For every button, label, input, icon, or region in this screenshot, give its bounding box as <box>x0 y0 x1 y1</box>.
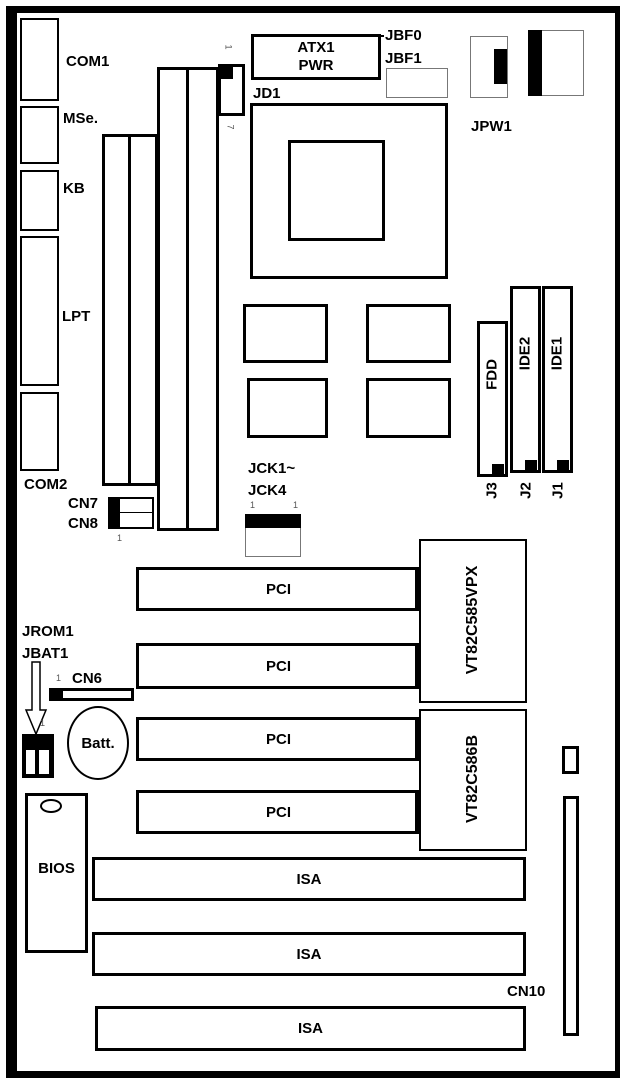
j1-label: J1 <box>549 482 567 499</box>
bios-chip: BIOS <box>25 793 88 953</box>
isa-label: ISA <box>297 1020 323 1037</box>
lpt-label: LPT <box>62 308 91 325</box>
cn8-label: CN8 <box>68 515 99 532</box>
slot-tab <box>415 570 422 608</box>
pin-label: 1 <box>223 44 234 50</box>
ide2-label: IDE2 <box>516 336 534 371</box>
jbf-jumper <box>386 68 448 98</box>
isa-slot-1: ISA <box>92 857 526 901</box>
cache-chip <box>366 378 451 438</box>
ide2-connector <box>510 286 541 473</box>
com2-port <box>20 392 59 471</box>
jbf0-leader <box>378 35 384 37</box>
pin-label: 1 <box>117 533 123 543</box>
pci-slot-1: PCI <box>136 567 421 611</box>
cpu-socket-center <box>288 140 385 241</box>
down-arrow-icon <box>24 661 48 736</box>
isa-label: ISA <box>296 870 322 888</box>
isa-label: ISA <box>296 945 322 963</box>
pin1-marker <box>492 464 504 474</box>
simm-slot <box>128 134 158 486</box>
j2-label: J2 <box>517 482 535 499</box>
lpt-port <box>20 236 59 386</box>
southbridge-chip <box>419 709 527 851</box>
bios-label: BIOS <box>38 860 75 877</box>
jbat1-label: JBAT1 <box>22 645 69 662</box>
jpw1-label: JPW1 <box>471 118 512 135</box>
battery: Batt. <box>67 706 129 780</box>
jumper-cap <box>245 514 301 528</box>
keyboard-port <box>20 170 59 231</box>
com1-port <box>20 18 59 101</box>
slot-tab <box>415 793 422 831</box>
simm-slot <box>102 134 131 486</box>
cn6-label: CN6 <box>72 670 103 687</box>
divider <box>120 512 152 513</box>
jbf0-label: JBF0 <box>385 27 422 44</box>
fdd-label: FDD <box>483 359 501 390</box>
atx-label: ATX1 <box>297 39 335 56</box>
pci-slot-3: PCI <box>136 717 421 761</box>
pci-label: PCI <box>265 657 291 675</box>
pci-label: PCI <box>265 730 291 748</box>
cn10-connector <box>563 796 579 1036</box>
northbridge-chip <box>419 539 527 703</box>
battery-label: Batt. <box>81 734 115 752</box>
jrom1-label: JROM1 <box>22 623 74 640</box>
mouse-port <box>20 106 59 164</box>
slot-tab <box>415 646 422 686</box>
northbridge-label: VT82C585VPX <box>464 565 481 675</box>
pci-label: PCI <box>265 580 291 598</box>
ide1-label: IDE1 <box>548 336 566 371</box>
mouse-label: MSe. <box>63 110 99 127</box>
simm-slot <box>157 67 189 531</box>
jbf1-label: JBF1 <box>385 50 422 67</box>
pin-label: 1 <box>56 673 62 683</box>
jumper-pin <box>39 750 49 774</box>
simm-slot <box>186 67 219 531</box>
cn10-label: CN10 <box>507 983 546 1000</box>
slot-tab <box>415 720 422 758</box>
isa-slot-3: ISA <box>95 1006 526 1051</box>
cn7-label: CN7 <box>68 495 99 512</box>
jd1-label: JD1 <box>253 85 281 102</box>
j3-label: J3 <box>483 482 501 499</box>
pin-label: 1 <box>250 500 256 510</box>
notch-icon <box>40 799 62 813</box>
pin-label: 1 <box>293 500 299 510</box>
small-connector <box>562 746 579 774</box>
pin-label: 7 <box>225 124 236 130</box>
pci-slot-4: PCI <box>136 790 421 834</box>
cache-chip <box>243 304 328 363</box>
pci-label: PCI <box>265 803 291 821</box>
jumper-cap <box>528 30 542 96</box>
pin1-marker <box>557 460 569 470</box>
pwr-label: PWR <box>298 57 334 74</box>
atx-power-connector: ATX1 PWR <box>251 34 381 80</box>
jumper-pin <box>26 750 35 774</box>
jck4-label: JCK4 <box>248 482 287 499</box>
pin1-marker <box>108 497 120 529</box>
kb-label: KB <box>63 180 85 197</box>
cache-chip <box>366 304 451 363</box>
pin-label: 1 <box>40 718 46 728</box>
southbridge-label: VT82C586B <box>464 734 481 824</box>
ide1-connector <box>542 286 573 473</box>
com1-label: COM1 <box>66 53 110 70</box>
pci-slot-2: PCI <box>136 643 421 689</box>
isa-slot-2: ISA <box>92 932 526 976</box>
pin1-marker <box>221 67 233 79</box>
com2-label: COM2 <box>24 476 68 493</box>
cache-chip <box>247 378 328 438</box>
jck1-label: JCK1~ <box>248 460 296 477</box>
pin1-marker <box>525 460 537 470</box>
board-outline <box>6 6 620 1078</box>
pin1-marker <box>49 688 63 701</box>
fdd-connector <box>477 321 508 477</box>
jumper-cap <box>494 49 507 84</box>
